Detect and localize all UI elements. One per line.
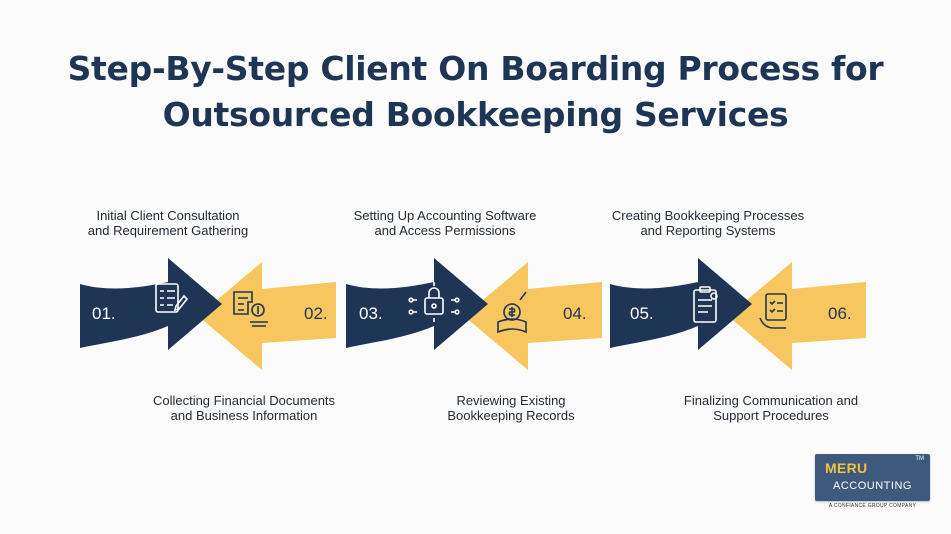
page-title: Step-By-Step Client On Boarding Process …: [0, 46, 951, 138]
ledger-book-icon: [497, 291, 527, 334]
title-line-2: Outsourced Bookkeeping Services: [162, 95, 789, 134]
title-line-1: Step-By-Step Client On Boarding Process …: [67, 49, 884, 88]
clipboard-checklist-icon: [759, 293, 787, 329]
step-6-number: 06.: [828, 304, 852, 323]
step-2-number: 02.: [304, 304, 328, 323]
step-3-number: 03.: [359, 304, 383, 323]
logo-tm: TM: [915, 456, 924, 462]
step-6-arrow: [728, 262, 866, 370]
clipboard-report-icon: [693, 286, 718, 323]
step-2-arrow: [198, 262, 336, 370]
step-3-caption: Setting Up Accounting Software and Acces…: [353, 208, 537, 238]
step-1-number: 01.: [92, 304, 116, 323]
step-6-caption: Finalizing Communication and Support Pro…: [683, 393, 859, 423]
step-1-arrow: [80, 258, 222, 350]
invoice-coins-icon: [233, 291, 268, 327]
step-1-caption: Initial Client Consultation and Requirem…: [87, 208, 249, 238]
step-5-arrow: [610, 258, 752, 350]
document-checklist-icon: [155, 283, 189, 313]
step-3-arrow: [346, 258, 488, 350]
logo-tagline: A CONFIANCE GROUP COMPANY: [828, 503, 917, 509]
step-5-number: 05.: [630, 304, 654, 323]
step-2-caption: Collecting Financial Documents and Busin…: [152, 393, 336, 423]
step-4-caption: Reviewing Existing Bookkeeping Records: [447, 393, 575, 423]
logo-brand: MERU: [825, 460, 868, 476]
company-logo: MERU TM ACCOUNTING: [815, 454, 930, 501]
step-4-number: 04.: [563, 304, 587, 323]
secure-access-icon: [408, 282, 460, 322]
step-5-caption: Creating Bookkeeping Processes and Repor…: [611, 208, 805, 238]
logo-name: ACCOUNTING: [833, 480, 912, 492]
step-4-arrow: [464, 262, 602, 370]
